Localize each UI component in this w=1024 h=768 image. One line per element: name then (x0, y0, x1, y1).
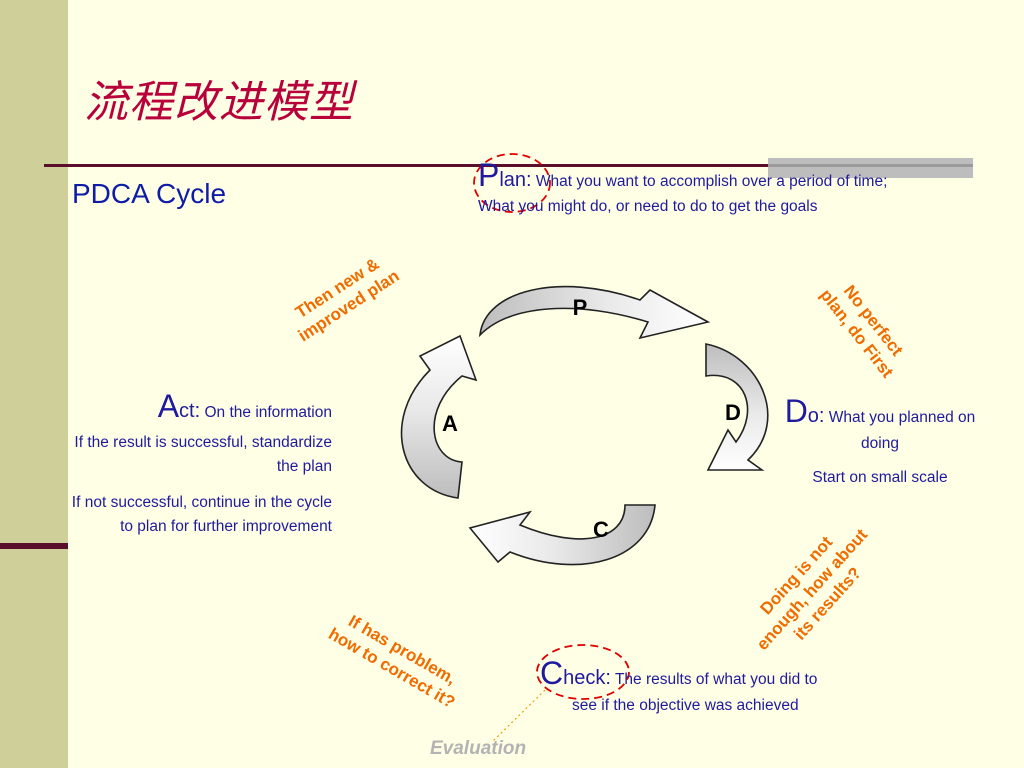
left-bar-marker (0, 543, 68, 549)
plan-description: Plan: What you want to accomplish over a… (478, 159, 918, 219)
plan-initial: P (478, 157, 500, 193)
do-line-1: Do: What you planned on doing (778, 395, 982, 457)
left-decor-bar (0, 0, 68, 768)
title-divider-gray-block (768, 158, 973, 178)
check-initial: C (540, 655, 564, 691)
act-keyword: ct: (179, 400, 201, 422)
cycle-label-d: D (725, 400, 741, 425)
do-text-1: What you planned on doing (824, 409, 976, 452)
act-text-1: On the information (200, 404, 332, 421)
evaluation-label: Evaluation (430, 738, 527, 759)
check-text-1: The results of what you did to (610, 671, 818, 688)
do-keyword: o: (807, 405, 825, 427)
check-text-2: see if the objective was achieved (572, 697, 799, 714)
arrow-check-to-act (468, 504, 656, 566)
check-line-1: Check: The results of what you did to (540, 657, 900, 693)
do-text-2: Start on small scale (812, 469, 948, 486)
slide-subtitle: PDCA Cycle (72, 178, 227, 209)
arrow-act-to-plan (400, 334, 478, 499)
act-initial: A (157, 388, 180, 424)
title-divider-gray-line (768, 164, 973, 167)
act-description: Act: On the information If the result is… (70, 390, 332, 539)
arrow-plan-to-do (478, 285, 711, 340)
cycle-label-a: A (442, 411, 458, 436)
act-text-3: If not successful, continue in the cycle… (71, 494, 332, 535)
check-keyword: heck: (563, 667, 611, 689)
check-highlight-circle (536, 644, 630, 700)
do-initial: D (784, 393, 808, 429)
check-description: Check: The results of what you did to se… (540, 657, 900, 719)
title-divider (44, 164, 768, 167)
act-line-1: Act: On the information (70, 390, 332, 425)
evaluation-pointer (491, 689, 546, 743)
arrow-do-to-check (705, 343, 769, 471)
page-title: 流程改进模型 (84, 77, 354, 128)
plan-keyword: lan: (499, 169, 532, 191)
cycle-label-p: P (573, 295, 588, 320)
plan-highlight-circle (473, 153, 551, 213)
do-description: Do: What you planned on doing Start on s… (778, 395, 982, 491)
cycle-label-c: C (593, 517, 609, 542)
act-text-2: If the result is successful, standardize… (74, 434, 332, 475)
plan-text: What you want to accomplish over a perio… (478, 173, 888, 215)
